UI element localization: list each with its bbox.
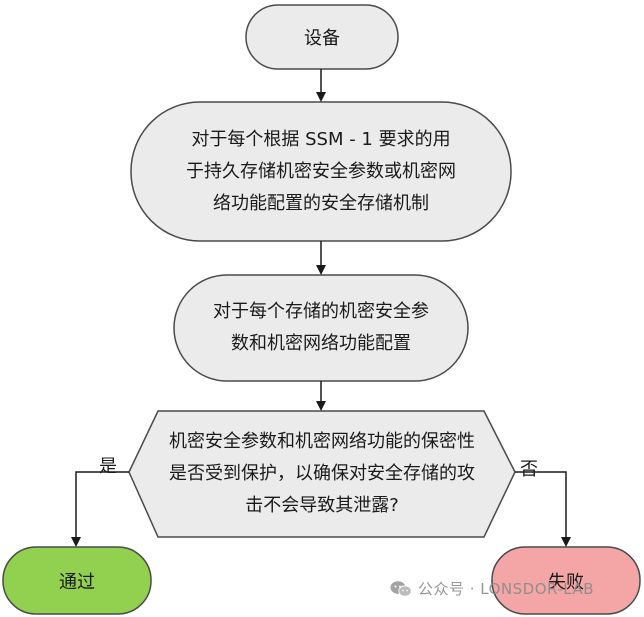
decision-node-label: 机密安全参数和机密网络功能的保密性 是否受到保护，以确保对安全存储的攻 击不会导…: [169, 431, 475, 516]
watermark-text: 公众号 · LONSDOR-LAB: [418, 580, 595, 598]
device-node-shape: [245, 4, 399, 70]
pass-node-shape: [2, 546, 152, 615]
yes-edge-label: 是: [99, 456, 117, 477]
fail-node-shape: [491, 546, 641, 615]
no-edge-label: 否: [520, 459, 538, 480]
watermark: 公众号 · LONSDOR-LAB: [390, 578, 594, 599]
pass-node-label: 通过: [59, 571, 95, 593]
fail-node-label: 失败: [548, 571, 584, 593]
each-stored-node-label: 对于每个存储的机密安全参 数和机密网络功能配置: [213, 301, 429, 354]
arrow-decision-yes-to-pass: [71, 471, 129, 547]
mechanism-node-label: 对于每个根据 SSM - 1 要求的用 于持久存储机密安全参数或机密网 络功能配…: [186, 128, 456, 214]
mechanism-node: 对于每个根据 SSM - 1 要求的用 于持久存储机密安全参数或机密网 络功能配…: [131, 102, 511, 241]
arrow-decision-no-to-fail: [515, 471, 571, 547]
device-node-label: 设备: [304, 28, 340, 49]
fail-node: 失败: [492, 547, 640, 614]
decision-node: 机密安全参数和机密网络功能的保密性 是否受到保护，以确保对安全存储的攻 击不会导…: [140, 411, 504, 537]
wechat-icon: [390, 580, 412, 597]
each-stored-node: 对于每个存储的机密安全参 数和机密网络功能配置: [174, 275, 468, 381]
device-node: 设备: [246, 5, 398, 69]
pass-node: 通过: [3, 547, 151, 614]
